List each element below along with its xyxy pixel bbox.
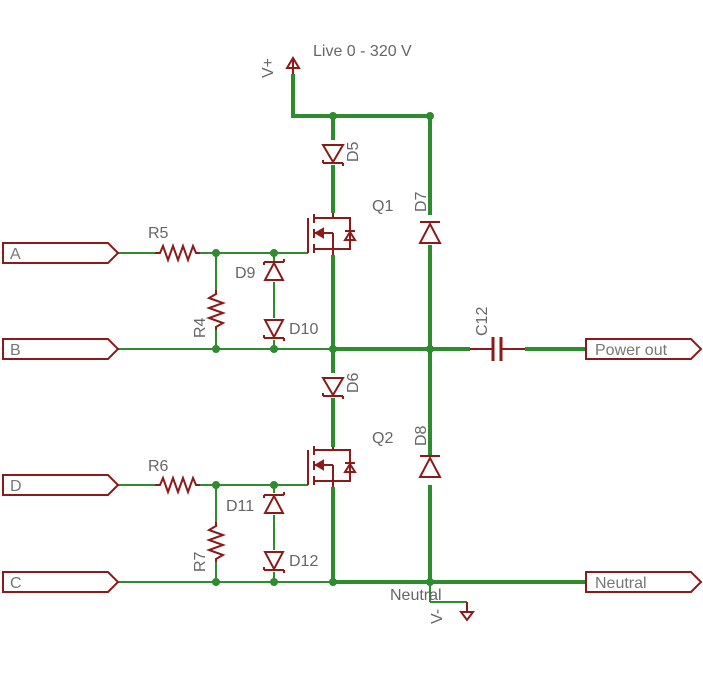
junction-dot bbox=[212, 345, 220, 353]
label-r5: R5 bbox=[148, 225, 169, 242]
wire-v-plus-bus bbox=[291, 74, 430, 118]
junction-dot bbox=[329, 345, 337, 353]
output-port-neutral: Neutral bbox=[585, 571, 703, 593]
resistor-r6 bbox=[155, 475, 200, 495]
junction-dot bbox=[426, 345, 434, 353]
port-label: Power out bbox=[595, 342, 668, 359]
label-r4: R4 bbox=[192, 317, 209, 338]
label-r6: R6 bbox=[148, 458, 169, 475]
junction-dot bbox=[212, 249, 220, 257]
resistor-r4 bbox=[206, 290, 226, 330]
junction-dot bbox=[270, 249, 278, 257]
label-d6: D6 bbox=[345, 372, 362, 393]
supply-top-symbol: V+ bbox=[260, 58, 277, 78]
label-c12: C12 bbox=[474, 307, 491, 336]
junction-dot bbox=[212, 578, 220, 586]
mosfet-q1 bbox=[307, 213, 357, 255]
diode-d8 bbox=[418, 455, 442, 478]
diode-d11 bbox=[263, 492, 285, 514]
resistor-r7 bbox=[206, 522, 226, 562]
mosfet-q2 bbox=[307, 446, 357, 487]
label-q2: Q2 bbox=[372, 430, 393, 447]
junctions bbox=[212, 112, 434, 586]
label-d12: D12 bbox=[289, 553, 318, 570]
supply-top-label: Live 0 - 320 V bbox=[313, 43, 412, 60]
input-port-b: B bbox=[2, 338, 120, 360]
label-d11: D11 bbox=[226, 498, 254, 515]
resistor-r5 bbox=[155, 243, 200, 263]
junction-dot bbox=[270, 578, 278, 586]
junction-dot bbox=[426, 112, 434, 120]
label-d8: D8 bbox=[413, 425, 430, 446]
port-label: B bbox=[10, 342, 21, 359]
diode-d6 bbox=[321, 377, 345, 399]
output-port-power: Power out bbox=[585, 338, 703, 360]
label-d10: D10 bbox=[289, 321, 318, 338]
diode-d5 bbox=[321, 144, 345, 166]
label-d5: D5 bbox=[345, 141, 362, 162]
port-label: C bbox=[10, 575, 22, 592]
junction-dot bbox=[270, 481, 278, 489]
diode-d7 bbox=[418, 221, 442, 244]
junction-dot bbox=[270, 345, 278, 353]
supply-bottom-label: Neutral bbox=[390, 587, 442, 604]
junction-dot bbox=[426, 578, 434, 586]
port-label: A bbox=[10, 246, 21, 263]
port-label: D bbox=[10, 478, 22, 495]
input-port-c: C bbox=[2, 571, 120, 593]
junction-dot bbox=[329, 112, 337, 120]
input-port-d: D bbox=[2, 474, 120, 496]
input-port-a: A bbox=[2, 242, 120, 264]
port-label: Neutral bbox=[595, 575, 647, 592]
diode-d9 bbox=[263, 259, 285, 281]
v-plus-symbol bbox=[285, 56, 301, 74]
supply-bottom-symbol: V- bbox=[429, 609, 446, 624]
label-q1: Q1 bbox=[372, 198, 393, 215]
label-d7: D7 bbox=[413, 191, 430, 212]
junction-dot bbox=[212, 481, 220, 489]
label-d9: D9 bbox=[235, 265, 256, 282]
diode-d10 bbox=[263, 319, 285, 341]
diode-d12 bbox=[263, 551, 285, 573]
label-r7: R7 bbox=[192, 551, 209, 572]
junction-dot bbox=[329, 578, 337, 586]
capacitor-c12 bbox=[470, 337, 525, 361]
v-minus-symbol bbox=[459, 602, 475, 622]
